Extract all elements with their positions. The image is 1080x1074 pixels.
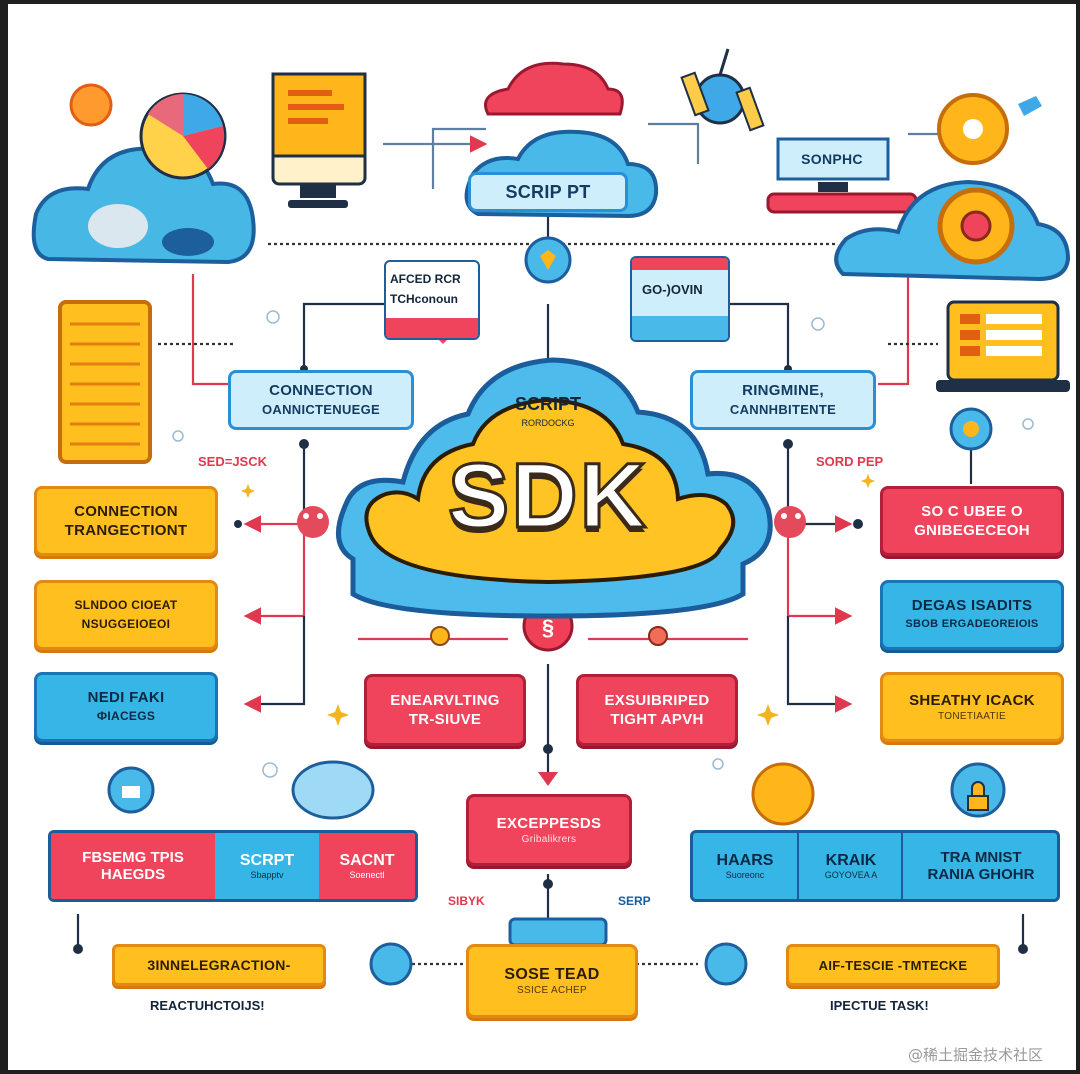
laptop-icon (936, 302, 1070, 392)
document-icon (273, 74, 365, 208)
location-pin-icon (526, 238, 570, 282)
left-box-1: CONNECTION TRANGECTIONT (34, 486, 218, 556)
left-box-3: NEDI FAKI ФIACEGS (34, 672, 218, 742)
right-strip: HAARS Suoreonc KRAIK GOYOVEA A TRA MNIST… (690, 830, 1060, 902)
right-strip-seg-1: HAARS Suoreonc (693, 833, 797, 899)
small-label-right: SERP (618, 894, 651, 908)
globe-icon (371, 944, 411, 984)
right-box-3: SHEATHY ICACK TONETIAATIE (880, 672, 1064, 742)
monitor-label: SONPHC (780, 142, 884, 176)
right-strip-seg-3: TRA MNIST RANIA GHOHR (901, 833, 1059, 899)
watermark: @稀土掘金技术社区 (908, 1044, 1043, 1065)
badge-icon (71, 85, 111, 125)
side-label-right: SORD PEP (816, 454, 883, 469)
bottom-left-caption: REACTUHCTOIJS! (150, 998, 265, 1013)
right-box-2: DEGAS ISADITS SBOB ERGADEOREIOIS (880, 580, 1064, 650)
document-icon (60, 302, 150, 462)
right-box-1: SO C UBEE O GNIBEGECEOH (880, 486, 1064, 556)
left-strip: FBSEMG TPIS HAEGDS SCRPT Sbapptv SACNT S… (48, 830, 418, 902)
right-strip-seg-2: KRAIK GOYOVEA A (797, 833, 903, 899)
satellite-icon (682, 49, 764, 130)
top-cloud-label: SCRIP PT (468, 172, 628, 212)
sdk-title: SDK (408, 444, 688, 549)
left-box-2: SLNDOO CIOEAT NSUGGEIOEOI (34, 580, 218, 650)
globe-icon (706, 944, 746, 984)
bottom-right-caption: IPECTUE TASK! (830, 998, 929, 1013)
cloud-icon (34, 148, 254, 262)
small-label-left: SIBYK (448, 894, 485, 908)
bottom-left-button: 3INNELEGRACTION- (112, 944, 326, 986)
mid-box-left: ENEARVLTING TR-SIUVE (364, 674, 526, 746)
connection-box-right: RINGMINE, CANNHBITENTE (690, 370, 876, 430)
panel-left: AFCED RCR TCHconoun (384, 260, 480, 340)
side-label-left: SED=JSCK (198, 454, 267, 469)
mid-box-right: EXSUIBRIPED TIGHT APVH (576, 674, 738, 746)
connection-box-left: CONNECTION OANNICTENUEGE (228, 370, 414, 430)
mid-box-center: EXCEPPESDS Gribalikrers (466, 794, 632, 866)
diagram-canvas: § (8, 4, 1076, 1070)
sdk-top-sub: RORDOCKG (488, 418, 608, 428)
badge-icon (753, 764, 813, 824)
bottom-center-box: SOSE TEAD SSICE ACHEP (466, 944, 638, 1018)
sdk-top-label: SCRIPT (488, 394, 608, 415)
pie-chart-icon (141, 94, 225, 178)
svg-text:§: § (542, 615, 554, 640)
left-strip-seg-3: SACNT Soenectl (319, 833, 415, 899)
left-strip-seg-2: SCRPT Sbapptv (215, 833, 319, 899)
bottom-right-button: AIF-TESCIE -TMTECKE (786, 944, 1000, 986)
cloud-icon (486, 63, 623, 114)
panel-right: GO-)OVIN (630, 256, 730, 342)
left-strip-seg-1: FBSEMG TPIS HAEGDS (51, 833, 215, 899)
globe-icon (293, 762, 373, 818)
gear-icon (939, 95, 1042, 163)
